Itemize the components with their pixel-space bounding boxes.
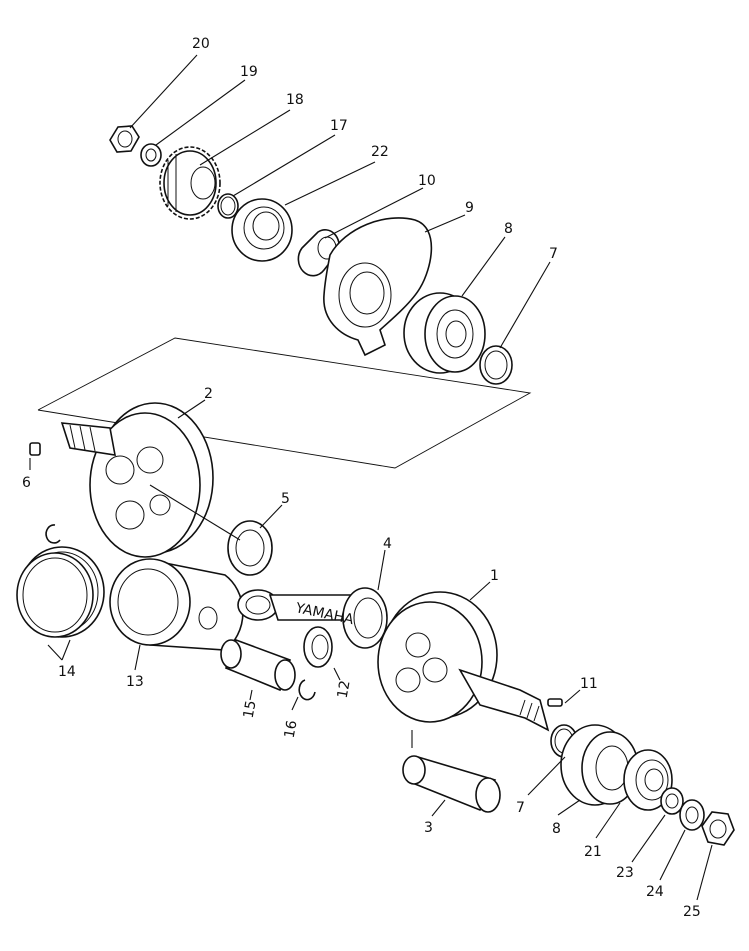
callout-14: 14 [58,664,76,680]
callout-15: 15 [241,699,260,719]
callout-5: 5 [281,491,290,507]
callout-21: 21 [584,844,602,860]
part-23-washer [660,787,684,815]
callout-4: 4 [383,536,392,552]
part-11-key [547,698,563,707]
part-small-clip [45,524,61,544]
assembly-outline [37,337,532,469]
part-20-nut [109,125,140,153]
callout-16: 16 [282,719,301,739]
part-21-oil-seal [623,749,673,811]
part-5-axis [149,484,241,541]
callout-8-top: 8 [504,221,513,237]
callout-1: 1 [490,568,499,584]
part-2-crank-half [60,402,214,558]
part-24-washer [679,799,705,831]
leader-lines [29,54,713,901]
part-9-bearing-plate [323,217,433,357]
part-17-circlip [217,193,239,219]
part-13-piston [109,558,244,651]
part-18-gear [159,146,221,220]
part-5-needle-bearing [227,520,273,576]
part-3-crank-pin [402,755,501,813]
part-15-piston-pin [220,638,296,692]
callout-10: 10 [418,173,436,189]
callout-25: 25 [683,904,701,920]
callout-12: 12 [335,679,354,699]
callout-18: 18 [286,92,304,108]
callout-7-top: 7 [549,246,558,262]
part-25-nut [701,811,735,846]
callout-13: 13 [126,674,144,690]
callout-3: 3 [424,820,433,836]
part-22-oil-seal [231,198,293,262]
callout-20: 20 [192,36,210,52]
callout-22: 22 [371,144,389,160]
part-8-bearing-top [403,292,486,374]
callout-7-bottom: 7 [516,800,525,816]
callout-19: 19 [240,64,258,80]
part-6-key [29,442,41,456]
part-19-washer [140,143,162,167]
callout-8-bottom: 8 [552,821,561,837]
callout-24: 24 [646,884,664,900]
callout-17: 17 [330,118,348,134]
callout-2: 2 [204,386,213,402]
part-1-crank-half [377,591,550,732]
callout-6: 6 [22,475,31,491]
part-7-shim-top [479,345,513,385]
callout-9: 9 [465,200,474,216]
callout-11: 11 [580,676,598,692]
part-16-pin-clip [298,679,316,701]
part-12-big-end-bearing [303,626,333,668]
callout-23: 23 [616,865,634,881]
part-14-piston-rings [16,546,105,638]
